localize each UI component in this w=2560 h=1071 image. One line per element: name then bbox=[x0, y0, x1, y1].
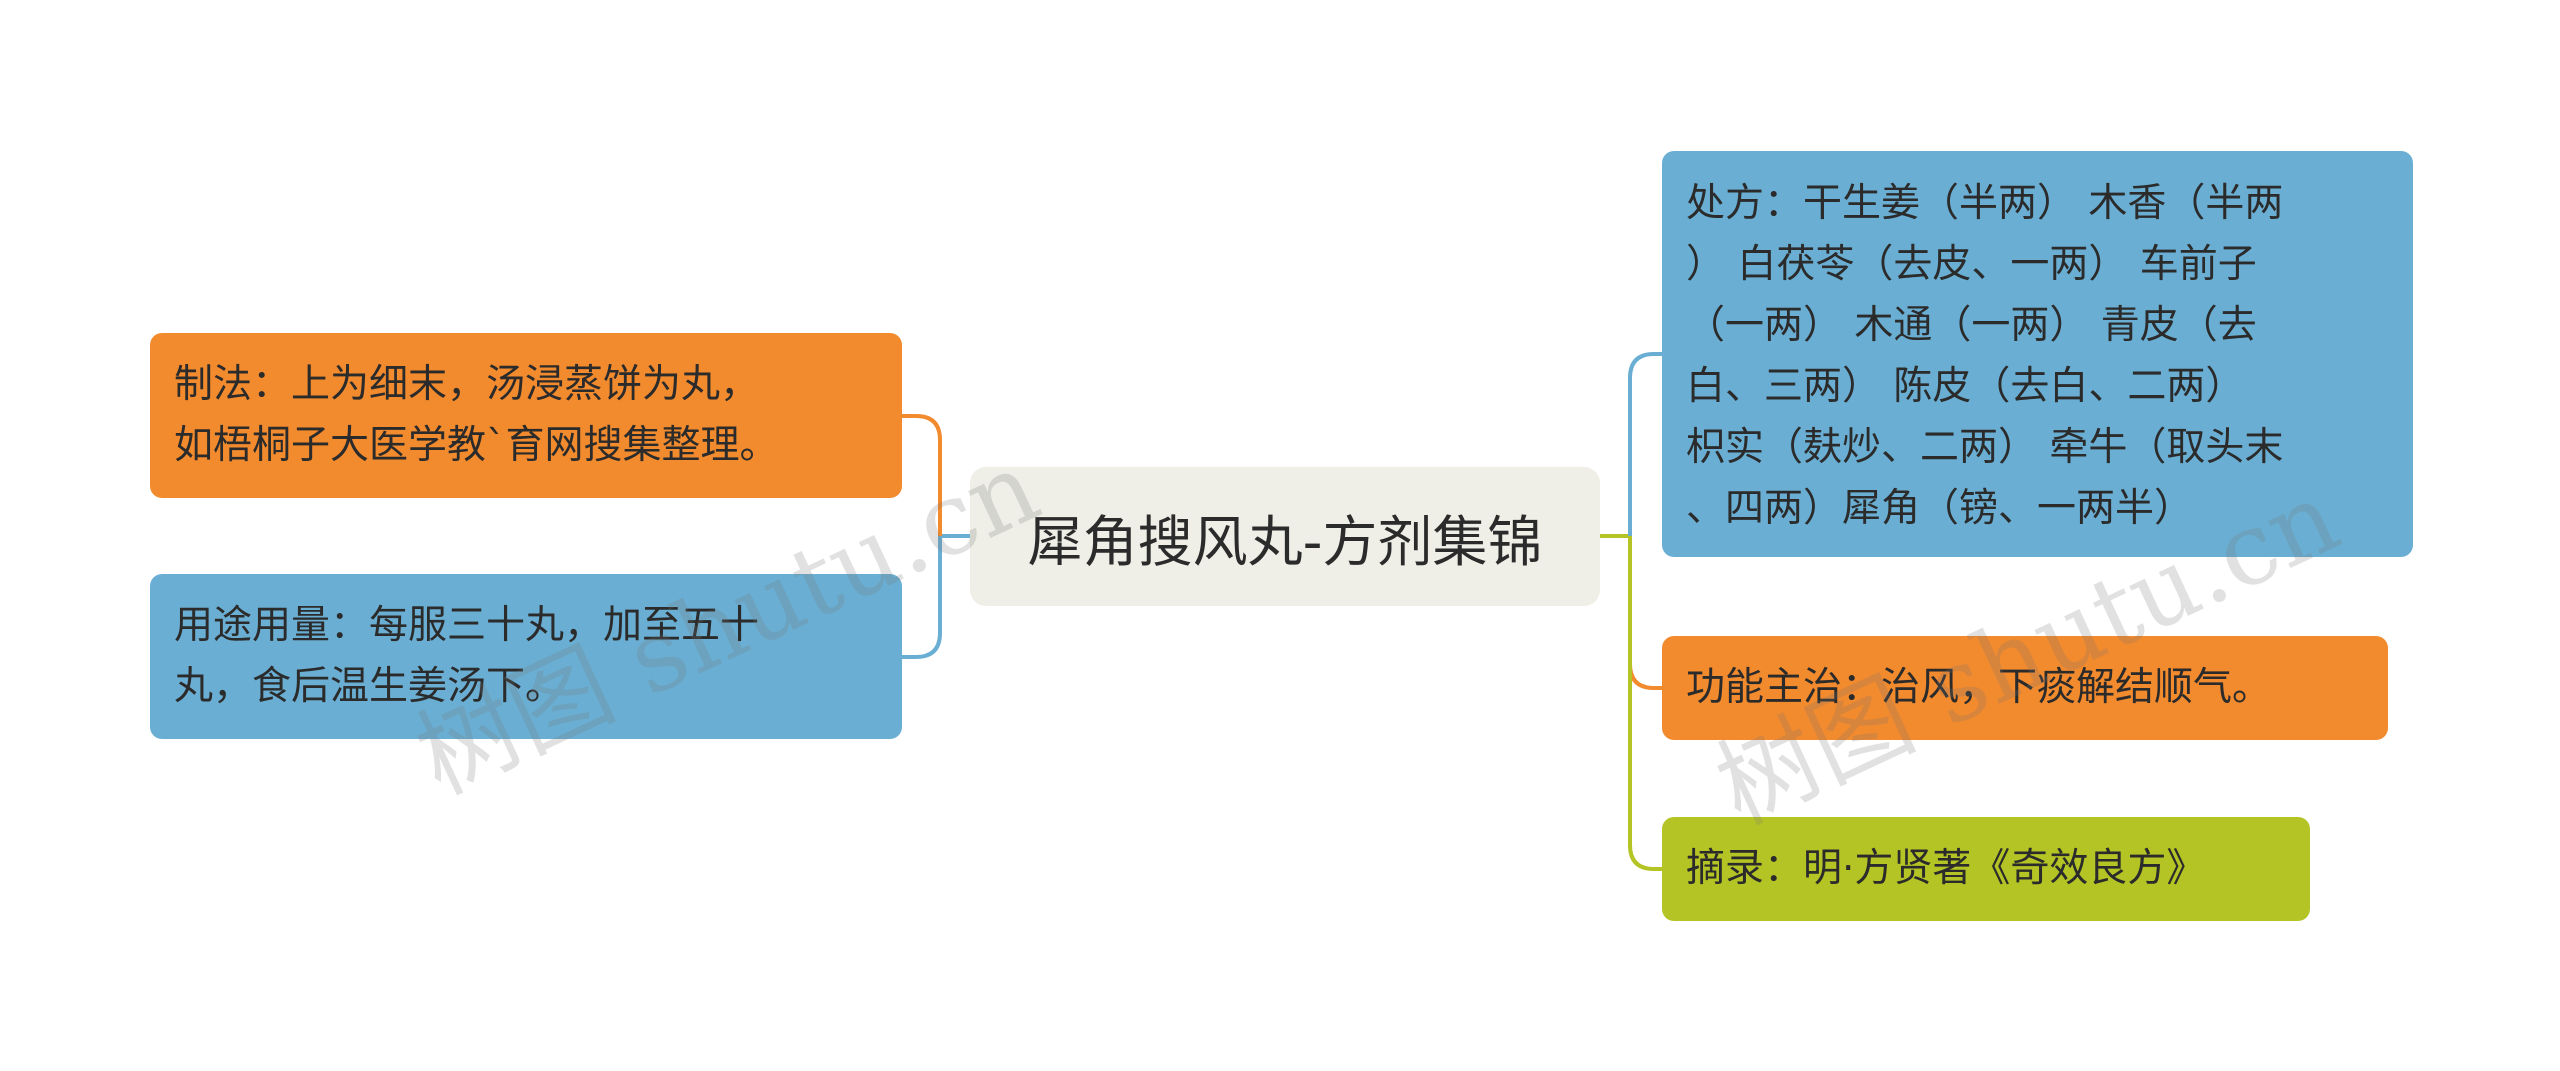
connector-to-zhifa bbox=[902, 414, 942, 536]
branch-chufang-line-2: ） 白茯苓（去皮、一两） 车前子 bbox=[1686, 242, 2257, 287]
connector-to-chufang bbox=[1628, 352, 1662, 536]
center-topic[interactable]: 犀角搜风丸-方剂集锦 bbox=[970, 467, 1600, 606]
branch-chufang[interactable]: 处方：干生姜（半两） 木香（半两 ） 白茯苓（去皮、一两） 车前子 （一两） 木… bbox=[1662, 151, 2413, 557]
branch-chufang-line-4: 白、三两） 陈皮（去白、二两） bbox=[1686, 364, 2245, 409]
branch-yongtu-line-1: 用途用量：每服三十丸，加至五十 bbox=[174, 603, 760, 648]
branch-zhifa-line-2: 如梧桐子大医学教`育网搜集整理。 bbox=[174, 423, 779, 468]
branch-yongtu-line-2: 丸，食后温生姜汤下。 bbox=[174, 664, 565, 709]
branch-gongneng-line-1: 功能主治：治风，下痰解结顺气。 bbox=[1686, 665, 2272, 710]
branch-yongtu-yongliang[interactable]: 用途用量：每服三十丸，加至五十 丸，食后温生姜汤下。 bbox=[150, 574, 902, 739]
connector-to-gongneng bbox=[1628, 536, 1662, 690]
branch-zhailu[interactable]: 摘录：明·方贤著《奇效良方》 bbox=[1662, 817, 2310, 921]
branch-chufang-line-3: （一两） 木通（一两） 青皮（去 bbox=[1686, 303, 2257, 348]
branch-chufang-line-6: 、四两）犀角（镑、一两半） bbox=[1686, 486, 2194, 531]
branch-zhifa[interactable]: 制法：上为细末，汤浸蒸饼为丸， 如梧桐子大医学教`育网搜集整理。 bbox=[150, 333, 902, 498]
connector-to-zhailu bbox=[1628, 536, 1662, 871]
branch-zhailu-line-1: 摘录：明·方贤著《奇效良方》 bbox=[1686, 846, 2206, 891]
branch-gongneng-zhuzhi[interactable]: 功能主治：治风，下痰解结顺气。 bbox=[1662, 636, 2388, 740]
branch-chufang-line-5: 枳实（麸炒、二两） 牵牛（取头末 bbox=[1686, 425, 2284, 470]
connector-to-yongtu bbox=[902, 536, 942, 659]
branch-zhifa-line-1: 制法：上为细末，汤浸蒸饼为丸， bbox=[174, 362, 760, 407]
center-topic-label: 犀角搜风丸-方剂集锦 bbox=[1027, 509, 1543, 574]
branch-chufang-line-1: 处方：干生姜（半两） 木香（半两 bbox=[1686, 181, 2284, 226]
